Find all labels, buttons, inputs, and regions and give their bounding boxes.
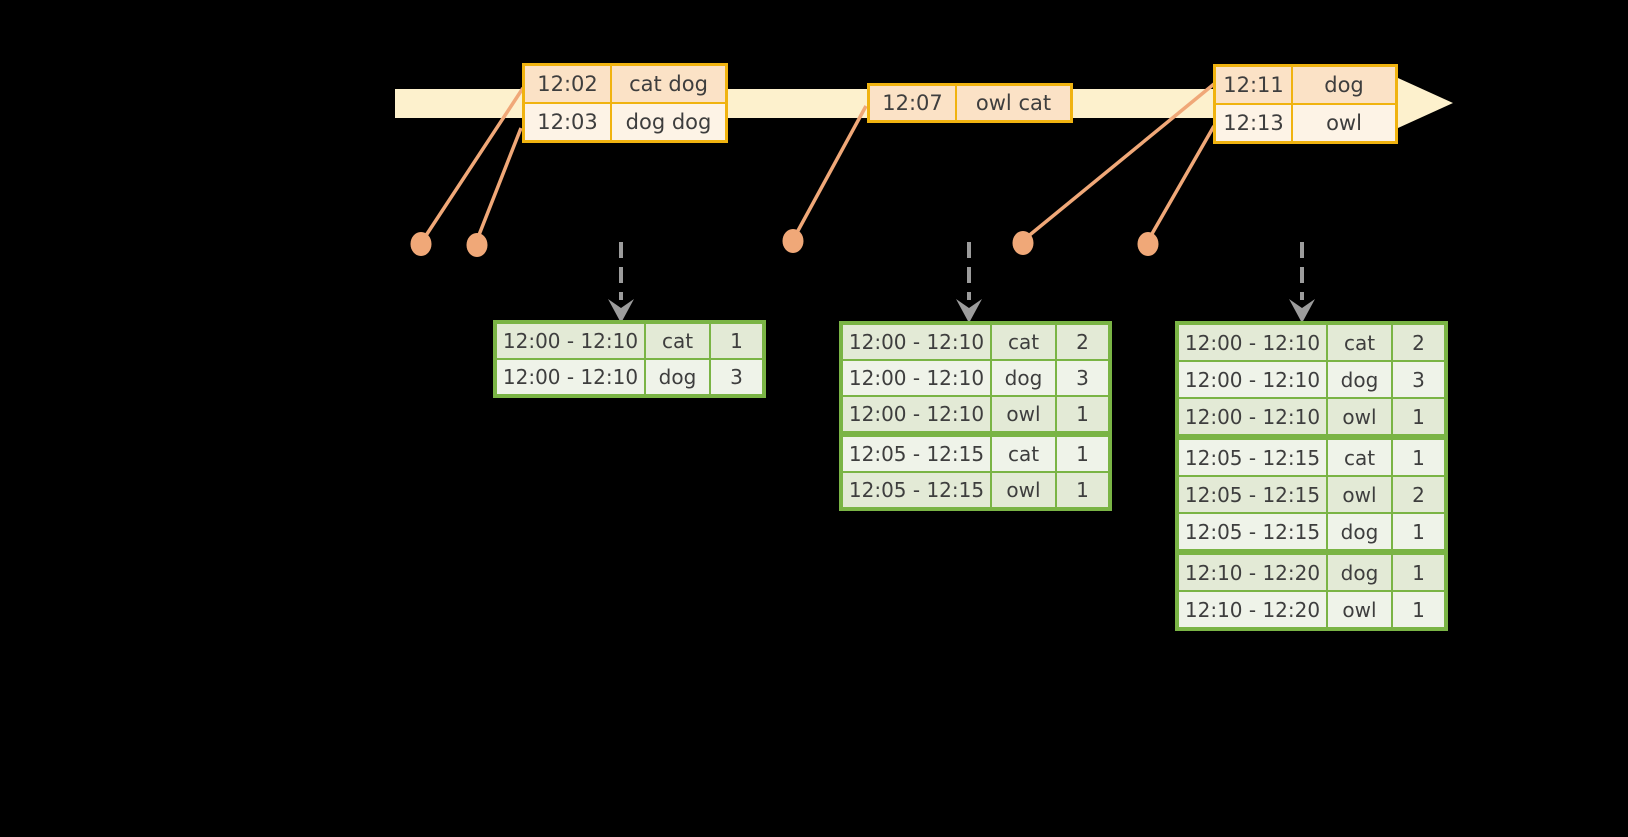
event-time-cell: 12:02 [522,63,612,104]
word-cell: dog [1326,512,1393,553]
word-cell: cat [990,431,1057,473]
word-cell: owl [990,395,1057,435]
table-row: 12:10 - 12:20 dog 1 [1176,549,1447,592]
result-table-3: 12:00 - 12:10 cat 2 12:00 - 12:10 dog 3 … [1175,321,1448,631]
window-cell: 12:05 - 12:15 [1176,512,1328,553]
table-row: 12:05 - 12:15 owl 2 [1176,475,1447,514]
count-cell: 2 [1391,322,1447,362]
count-cell: 1 [709,321,765,360]
word-cell: owl [1326,590,1393,630]
count-cell: 3 [709,358,765,397]
word-cell: cat [1326,322,1393,362]
event-dot [466,233,488,257]
event-words-cell: owl cat [955,83,1073,123]
word-cell: dog [644,358,711,397]
window-cell: 12:00 - 12:10 [840,395,992,435]
window-cell: 12:00 - 12:10 [1176,322,1328,362]
window-cell: 12:05 - 12:15 [840,471,992,510]
table-row: 12:05 - 12:15 cat 1 [1176,434,1447,477]
event-dot [1012,231,1034,255]
event-words-cell: dog dog [610,102,728,143]
count-cell: 1 [1055,395,1111,435]
word-cell: dog [990,359,1057,397]
table-row: 12:02 cat dog [522,63,728,104]
window-cell: 12:05 - 12:15 [1176,434,1328,477]
window-cell: 12:05 - 12:15 [1176,475,1328,514]
table-row: 12:00 - 12:10 cat 2 [840,322,1111,361]
word-cell: cat [990,322,1057,361]
count-cell: 2 [1055,322,1111,361]
window-cell: 12:00 - 12:10 [840,359,992,397]
event-words-cell: owl [1291,103,1398,144]
window-cell: 12:05 - 12:15 [840,431,992,473]
table-row: 12:05 - 12:15 cat 1 [840,431,1111,473]
window-cell: 12:10 - 12:20 [1176,590,1328,630]
table-row: 12:00 - 12:10 cat 1 [494,321,765,360]
trigger-arrowhead-icon [608,299,634,323]
table-row: 12:00 - 12:10 dog 3 [1176,360,1447,399]
window-cell: 12:00 - 12:10 [494,358,646,397]
result-table-1: 12:00 - 12:10 cat 1 12:00 - 12:10 dog 3 [493,320,766,398]
timeline-arrowhead-icon [1398,78,1453,128]
word-cell: owl [990,471,1057,510]
table-row: 12:10 - 12:20 owl 1 [1176,590,1447,630]
table-row: 12:05 - 12:15 owl 1 [840,471,1111,510]
count-cell: 3 [1055,359,1111,397]
count-cell: 3 [1391,360,1447,399]
event-dot [1137,232,1159,256]
event-words-cell: dog [1291,64,1398,105]
table-row: 12:05 - 12:15 dog 1 [1176,512,1447,553]
table-row: 12:13 owl [1213,103,1398,144]
count-cell: 2 [1391,475,1447,514]
event-table-batch3: 12:11 dog 12:13 owl [1213,64,1398,144]
event-table-batch1: 12:02 cat dog 12:03 dog dog [522,63,728,143]
count-cell: 1 [1391,590,1447,630]
word-cell: owl [1326,397,1393,438]
event-time-cell: 12:07 [867,83,957,123]
count-cell: 1 [1055,431,1111,473]
connector-line [1147,125,1216,240]
connector-line [1024,82,1216,240]
table-row: 12:07 owl cat [867,83,1073,123]
table-row: 12:00 - 12:10 owl 1 [840,395,1111,435]
count-cell: 1 [1391,434,1447,477]
event-dot [782,229,804,253]
count-cell: 1 [1391,397,1447,438]
event-time-cell: 12:03 [522,102,612,143]
connector-line [792,105,868,239]
event-dot [410,232,432,256]
word-cell: owl [1326,475,1393,514]
trigger-arrowhead-icon [956,299,982,323]
event-time-cell: 12:11 [1213,64,1293,105]
result-table-2: 12:00 - 12:10 cat 2 12:00 - 12:10 dog 3 … [839,321,1112,511]
word-cell: cat [644,321,711,360]
table-row: 12:00 - 12:10 cat 2 [1176,322,1447,362]
connector-line [475,127,523,241]
event-time-cell: 12:13 [1213,103,1293,144]
count-cell: 1 [1391,512,1447,553]
word-cell: cat [1326,434,1393,477]
window-cell: 12:00 - 12:10 [1176,360,1328,399]
table-row: 12:00 - 12:10 owl 1 [1176,397,1447,438]
window-cell: 12:10 - 12:20 [1176,549,1328,592]
count-cell: 1 [1055,471,1111,510]
table-row: 12:11 dog [1213,64,1398,105]
trigger-arrowhead-icon [1289,299,1315,323]
event-table-batch2: 12:07 owl cat [867,83,1073,123]
word-cell: dog [1326,360,1393,399]
window-cell: 12:00 - 12:10 [494,321,646,360]
window-cell: 12:00 - 12:10 [1176,397,1328,438]
table-row: 12:03 dog dog [522,102,728,143]
count-cell: 1 [1391,549,1447,592]
word-cell: dog [1326,549,1393,592]
table-row: 12:00 - 12:10 dog 3 [494,358,765,397]
connector-line [421,87,525,241]
table-row: 12:00 - 12:10 dog 3 [840,359,1111,397]
event-words-cell: cat dog [610,63,728,104]
window-cell: 12:00 - 12:10 [840,322,992,361]
